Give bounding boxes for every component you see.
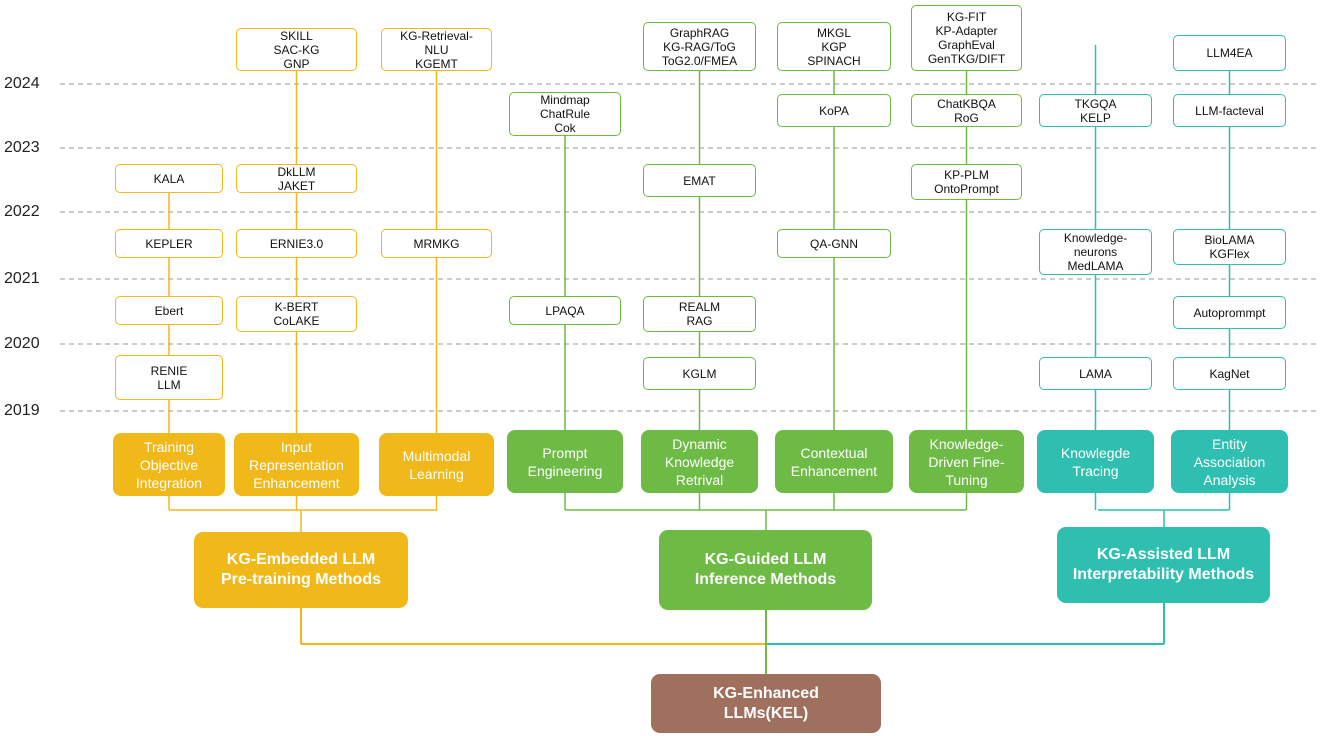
method-box: Autoprommpt [1173,296,1286,329]
category-box: Training Objective Integration [113,433,225,496]
group-box: KG-Embedded LLM Pre-training Methods [194,532,408,608]
method-box: QA-GNN [777,229,891,258]
method-box: KEPLER [115,229,223,258]
category-box: Knowledge- Driven Fine- Tuning [909,430,1024,493]
year-label: 2021 [4,270,40,287]
method-box: ERNIE3.0 [236,229,357,258]
method-box: LPAQA [509,296,621,325]
method-box: KGLM [643,357,756,390]
group-box: KG-Assisted LLM Interpretability Methods [1057,527,1270,603]
method-box: KG-Retrieval- NLU KGEMT [381,28,492,71]
method-box: KG-FIT KP-Adapter GraphEval GenTKG/DIFT [911,5,1022,71]
method-box: KoPA [777,94,891,127]
method-box: MRMKG [381,229,492,258]
method-box: REALM RAG [643,296,756,332]
category-box: Input Representation Enhancement [234,433,359,496]
category-box: Contextual Enhancement [775,430,893,493]
method-box: K-BERT CoLAKE [236,296,357,332]
method-box: KALA [115,164,223,193]
year-label: 2024 [4,75,40,92]
method-box: GraphRAG KG-RAG/ToG ToG2.0/FMEA [643,22,756,71]
method-box: Mindmap ChatRule Cok [509,92,621,136]
method-box: LLM-facteval [1173,94,1286,127]
method-box: SKILL SAC-KG GNP [236,28,357,71]
category-box: Prompt Engineering [507,430,623,493]
method-box: Knowledge- neurons MedLAMA [1039,229,1152,275]
year-label: 2019 [4,402,40,419]
method-box: MKGL KGP SPINACH [777,22,891,71]
year-label: 2022 [4,203,40,220]
method-box: LAMA [1039,357,1152,390]
group-box: KG-Guided LLM Inference Methods [659,530,872,610]
category-box: Multimodal Learning [379,433,494,496]
category-box: Knowlegde Tracing [1037,430,1154,493]
method-box: EMAT [643,164,756,197]
method-box: LLM4EA [1173,35,1286,71]
root-node-kel: KG-Enhanced LLMs(KEL) [651,674,881,733]
method-box: RENIE LLM [115,355,223,400]
year-label: 2020 [4,335,40,352]
method-box: BioLAMA KGFlex [1173,229,1286,265]
year-label: 2023 [4,139,40,156]
method-box: DkLLM JAKET [236,164,357,193]
method-box: Ebert [115,296,223,325]
method-box: ChatKBQA RoG [911,94,1022,127]
method-box: KP-PLM OntoPrompt [911,164,1022,200]
category-box: Entity Association Analysis [1171,430,1288,493]
method-box: KagNet [1173,357,1286,390]
method-box: TKGQA KELP [1039,94,1152,127]
category-box: Dynamic Knowledge Retrival [641,430,758,493]
